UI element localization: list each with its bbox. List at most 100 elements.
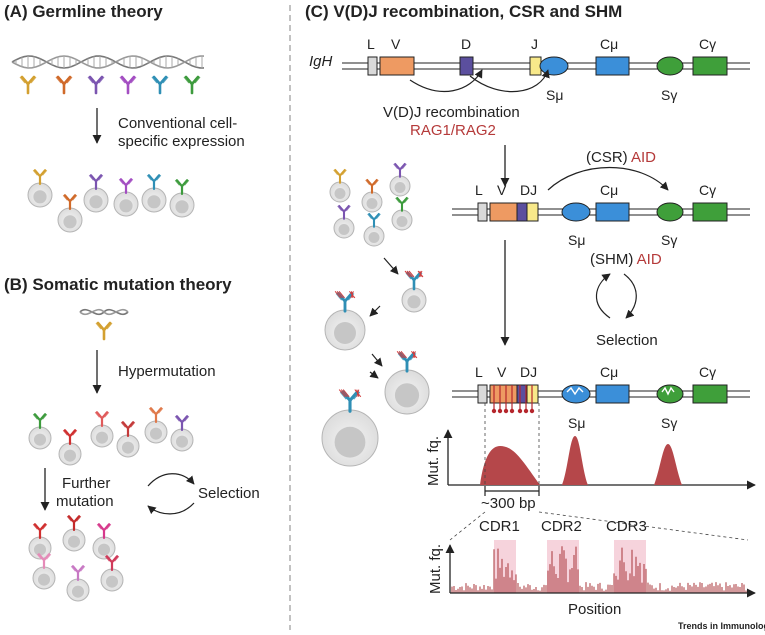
b-cell — [66, 565, 90, 602]
c-mu-label: Cμ — [600, 364, 618, 380]
antibody-icon — [94, 411, 110, 427]
d-segment — [459, 56, 474, 76]
b-cell — [333, 204, 355, 239]
c-mu-segment — [595, 56, 630, 76]
dna-fragment-icon — [79, 308, 129, 316]
v-segment — [489, 202, 518, 222]
s-gamma-label: Sγ — [661, 87, 677, 103]
cdr3-label: CDR3 — [606, 518, 647, 535]
journal-footer: Trends in Immunology — [678, 621, 765, 631]
csr-label: (CSR) AID — [586, 149, 656, 166]
panel-a-title: (A) Germline theory — [4, 2, 163, 21]
b-cell — [169, 179, 195, 218]
b-cell — [90, 411, 114, 448]
antibody-icon — [146, 174, 162, 190]
antibody-icon — [32, 523, 48, 539]
antibody-icon — [119, 75, 137, 95]
antibody-icon — [88, 174, 104, 190]
antibody-icon — [87, 75, 105, 95]
s-mu-label: Sμ — [568, 415, 585, 431]
b-cell — [329, 168, 351, 203]
antibody-icon — [393, 162, 407, 178]
antibody-icon — [62, 194, 78, 210]
b-cell — [391, 196, 413, 231]
antibody-icon — [96, 523, 112, 539]
b-cell — [28, 523, 52, 560]
cells-germline — [27, 169, 195, 233]
antibody-icon — [367, 212, 381, 228]
antibody-icon — [118, 178, 134, 194]
antibody-icon — [95, 321, 113, 341]
c-mu-segment — [595, 202, 630, 222]
span-bracket: ~300 bp — [449, 486, 749, 541]
s-gamma-label: Sγ — [661, 415, 677, 431]
igh-label: IgH — [309, 53, 333, 70]
antibody-icon — [183, 75, 201, 95]
b-cell — [363, 212, 385, 247]
j-segment — [526, 202, 539, 222]
antibody-icon — [62, 429, 78, 445]
c-mu-label: Cμ — [600, 182, 618, 198]
b-cell — [116, 421, 140, 458]
b-cell — [141, 174, 167, 213]
v-label: V — [497, 182, 507, 198]
l-segment — [477, 384, 488, 404]
antibody-icon — [333, 168, 347, 184]
antibody-icon — [404, 270, 424, 291]
antibody-icon — [396, 350, 418, 373]
b-cell — [324, 290, 366, 351]
d-segment — [516, 202, 528, 222]
v-label: V — [391, 36, 401, 52]
shm-label: (SHM) AID — [590, 251, 662, 268]
antibody-icon — [120, 421, 136, 437]
vdj-label: V(D)J recombination — [383, 104, 520, 121]
b-cell — [144, 407, 168, 444]
b-cell — [384, 350, 430, 415]
antibody-icon — [148, 407, 164, 423]
histogram-bars — [451, 546, 747, 593]
j-label: J — [531, 36, 538, 52]
b-cell — [58, 429, 82, 466]
selection-label-c: Selection — [596, 332, 658, 349]
csr-arrow — [547, 167, 669, 191]
c-mu-segment — [595, 384, 630, 404]
l-label: L — [475, 364, 483, 380]
vdj-join-arrow-1 — [409, 69, 483, 93]
s-gamma-region — [656, 202, 684, 222]
j-segment — [529, 56, 542, 76]
b-cell — [28, 413, 52, 450]
cdr1-band — [494, 540, 516, 593]
antibody-icon — [19, 75, 37, 95]
antibody-row-germline — [19, 75, 201, 95]
dj-label: DJ — [520, 364, 537, 380]
antibody-icon — [334, 290, 356, 313]
selection-return-arrow — [623, 273, 637, 319]
antibody-icon — [395, 196, 409, 212]
c-gamma-label: Cγ — [699, 364, 716, 380]
antibody-icon — [55, 75, 73, 95]
selection-arrow-bottom — [147, 502, 195, 515]
antibody-icon — [174, 415, 190, 431]
antibody-icon — [338, 389, 362, 413]
c-gamma-segment — [692, 56, 728, 76]
selection-label-b: Selection — [198, 485, 260, 502]
c-gamma-segment — [692, 202, 728, 222]
shm-arrow — [595, 273, 611, 319]
panel-c-title: (C) V(D)J recombination, CSR and SHM — [305, 2, 622, 21]
b-cell — [401, 270, 427, 313]
s-gamma-label: Sγ — [661, 232, 677, 248]
cells-selected — [28, 515, 124, 602]
cdr1-label: CDR1 — [479, 518, 520, 535]
antibody-icon — [36, 553, 52, 569]
c-mu-label: Cμ — [600, 36, 618, 52]
dj-label: DJ — [520, 182, 537, 198]
l-label: L — [475, 182, 483, 198]
b-cell — [361, 178, 383, 213]
c-gamma-segment — [692, 384, 728, 404]
antibody-single — [95, 321, 113, 341]
hypermutation-label: Hypermutation — [118, 363, 216, 380]
mut-fq-axis-label-2: Mut. fq. — [427, 544, 444, 594]
s-mu-region — [539, 56, 569, 76]
b-cell — [27, 169, 53, 208]
